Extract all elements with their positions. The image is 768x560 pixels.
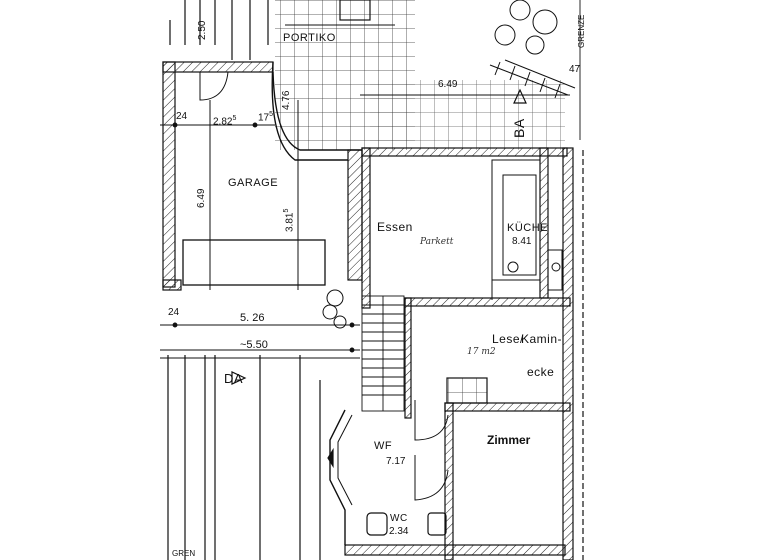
dim-282: 2.825 [213, 115, 237, 128]
dim-24-b: 24 [168, 307, 180, 318]
dim-550: ~5.50 [240, 339, 268, 351]
garage-car-outline [182, 239, 326, 286]
dim-649-top: 6.49 [438, 79, 458, 90]
label-wf: WF [374, 440, 393, 452]
label-lese: Lese/ [492, 332, 524, 346]
shrub-icon [322, 0, 558, 329]
entrance-bay [329, 409, 346, 545]
label-wc-area: 2.34 [389, 526, 409, 537]
staircase [361, 295, 405, 412]
dim-526: 5. 26 [240, 312, 265, 324]
house-walls [344, 147, 574, 560]
label-wc: WC [390, 513, 408, 524]
label-essen: Essen [377, 220, 413, 234]
label-grenze-right: GRENZE [577, 14, 586, 48]
label-kamin: Kamin- [521, 332, 563, 346]
fireplace [446, 377, 488, 404]
driveway-lines [167, 0, 321, 560]
handwritten-note-lese: 17 m2 [467, 347, 496, 357]
dim-250: 2.50 [197, 20, 208, 40]
dim-649-side: 6.49 [196, 188, 207, 208]
garage-walls [162, 61, 363, 291]
label-garage: GARAGE [228, 177, 279, 189]
label-kueche: KÜCHE [507, 222, 549, 234]
label-grenze-bottom: GREN [172, 549, 196, 558]
marker-ba: BA [511, 118, 527, 138]
label-kueche-area: 8.41 [512, 236, 532, 247]
arrow-left-icon [327, 447, 334, 469]
dimension-lines [160, 0, 581, 359]
marker-da: DA [224, 371, 244, 386]
wc-fixture [366, 512, 388, 536]
triangle-marker-icon-right [513, 88, 527, 104]
label-zimmer: Zimmer [487, 433, 531, 447]
label-portiko: PORTIKO [283, 32, 336, 44]
dim-175: 175 [258, 111, 274, 124]
kitchen-counters [491, 159, 563, 300]
label-ecke: ecke [527, 365, 555, 379]
dim-47: 47 [569, 64, 581, 75]
label-wf-area: 7.17 [386, 456, 406, 467]
dim-476: 4.76 [281, 90, 292, 110]
exterior-steps [489, 59, 576, 99]
handwritten-note-essen: Parkett [420, 237, 454, 247]
triangle-marker-icon [231, 371, 247, 385]
dim-381: 3.815 [283, 208, 296, 232]
dim-24-a: 24 [176, 111, 188, 122]
